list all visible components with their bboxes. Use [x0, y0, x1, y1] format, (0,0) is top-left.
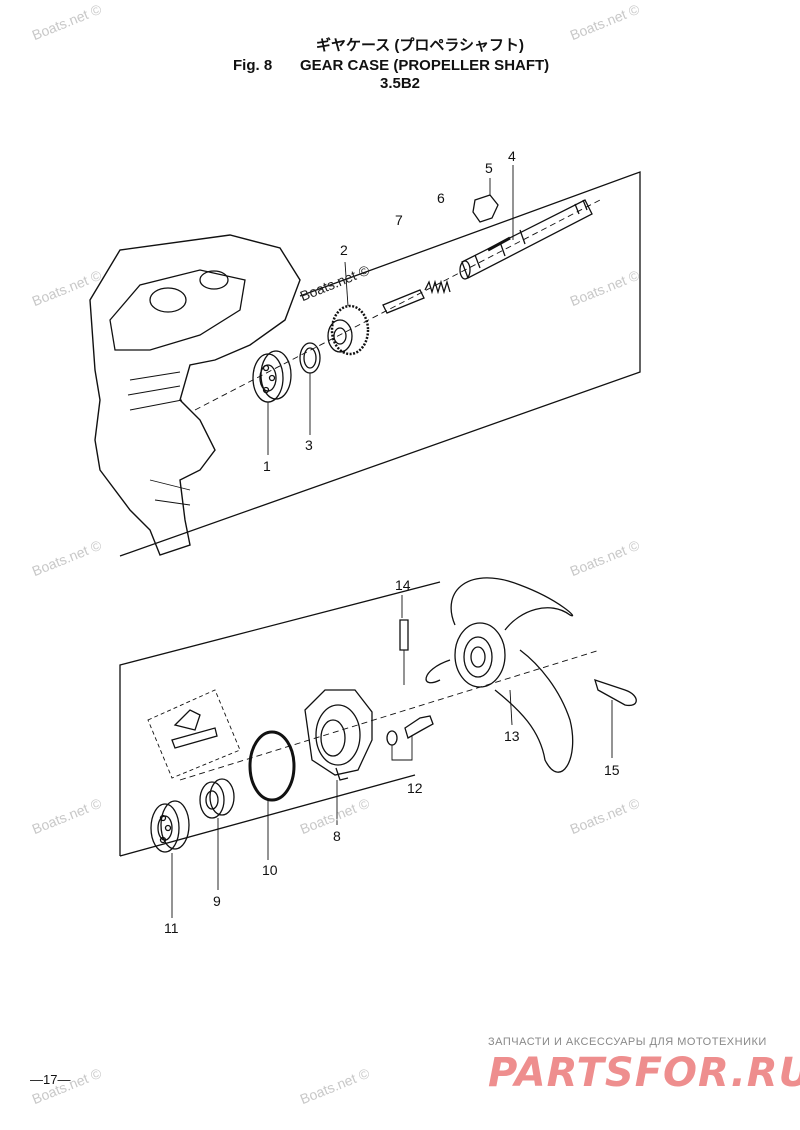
part-number-8: 8: [333, 828, 341, 844]
part-number-9: 9: [213, 893, 221, 909]
part-number-12: 12: [407, 780, 423, 796]
bearing-11-shape: [150, 800, 190, 853]
bolt-12-shape: [404, 715, 434, 739]
gear-case-housing: [89, 234, 301, 556]
bottom-section-frame: [119, 581, 441, 857]
pin-14-shape: [399, 619, 409, 651]
part-number-11: 11: [164, 920, 179, 936]
propeller-13-shape: [425, 577, 574, 773]
bearing-housing-8-shape: [304, 689, 373, 781]
page-number: —17—: [30, 1072, 71, 1087]
banner-subtitle: ЗАПЧАСТИ И АКСЕССУАРЫ ДЛЯ МОТОТЕХНИКИ: [488, 1036, 767, 1048]
part-number-5: 5: [485, 160, 493, 176]
pin-7-shape: [382, 289, 425, 314]
top-section-frame: [119, 171, 641, 557]
model-code: 3.5B2: [379, 75, 421, 92]
propeller-shaft-4-shape: [459, 199, 593, 280]
gear-2-shape: [327, 304, 370, 356]
part-number-2: 2: [340, 242, 348, 258]
part-number-13: 13: [504, 728, 520, 744]
diagram-title: GEAR CASE (PROPELLER SHAFT): [300, 57, 550, 74]
part-number-7: 7: [395, 212, 403, 228]
japanese-title: ギヤケース (プロペラシャフト): [315, 37, 525, 54]
part-number-15: 15: [604, 762, 620, 778]
o-ring-10-shape: [248, 730, 296, 802]
part-number-6: 6: [437, 190, 445, 206]
part-number-3: 3: [305, 437, 313, 453]
part-number-10: 10: [262, 862, 278, 878]
banner-brand-logo[interactable]: PARTSFOR.RU: [488, 1050, 800, 1096]
washer-12-shape: [386, 730, 398, 746]
clutch-5-shape: [472, 194, 499, 223]
seal-9-shape: [199, 781, 225, 819]
figure-label: Fig. 8: [233, 57, 273, 74]
part-number-1: 1: [263, 458, 271, 474]
part-number-14: 14: [395, 577, 411, 593]
spring-6-shape: [424, 279, 451, 295]
cotter-pin-15-shape: [594, 678, 637, 707]
part-number-4: 4: [508, 148, 516, 164]
